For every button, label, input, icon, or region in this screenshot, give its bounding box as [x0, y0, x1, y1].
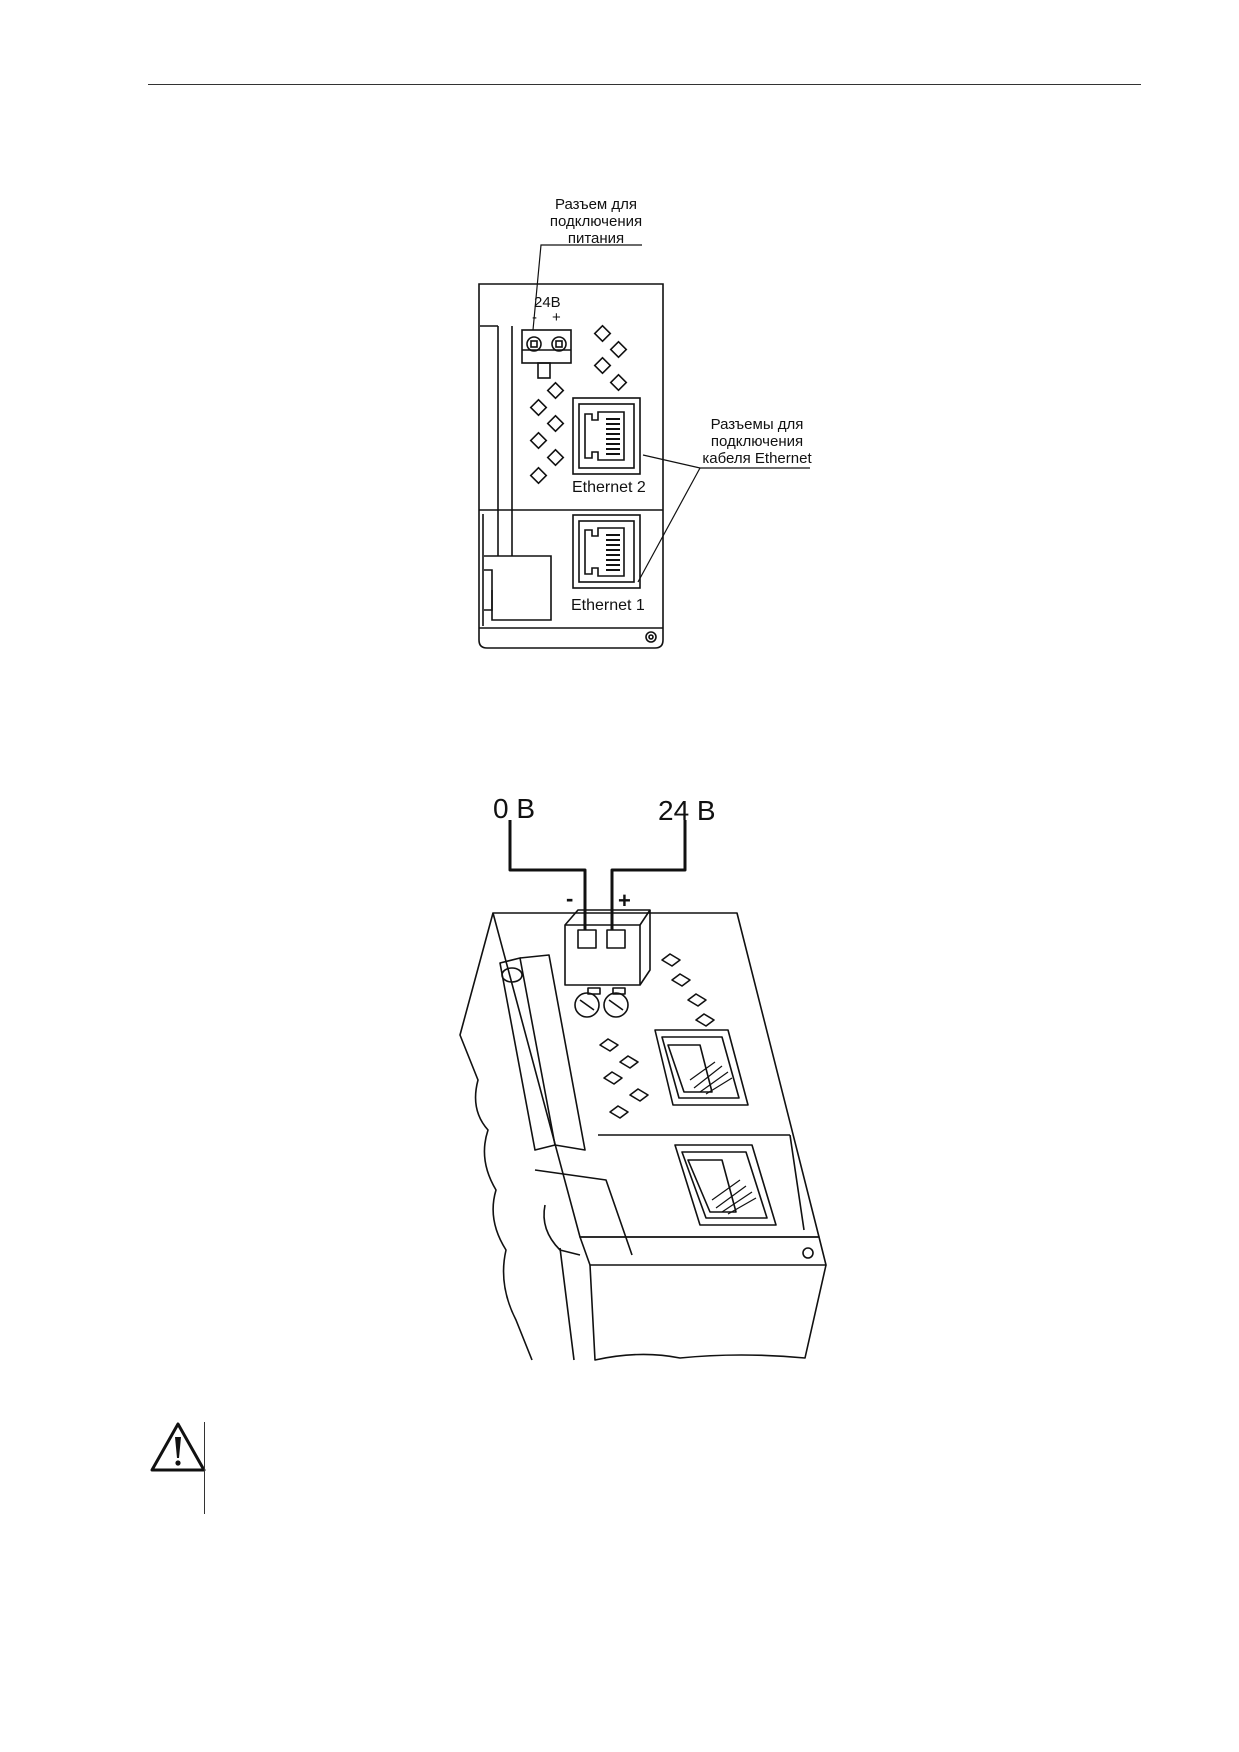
wire-left-label: 0 В — [493, 793, 535, 824]
power-callout-line-3: питания — [568, 230, 624, 247]
ethernet-callout-line-2: подключения — [711, 433, 803, 450]
iso-view-diagram: 0 В 24 В - + — [459, 793, 827, 1361]
voltage-label: 24В — [534, 294, 561, 311]
ethernet-callout-line-1: Разъемы для — [711, 416, 804, 433]
power-callout-line-1: Разъем для — [555, 196, 637, 213]
front-polarity-minus: - — [532, 309, 537, 326]
ethernet-1-label: Ethernet 1 — [571, 597, 645, 614]
warning-divider — [204, 1422, 205, 1514]
iso-polarity-plus: + — [618, 888, 631, 913]
warning-triangle-icon — [150, 1422, 206, 1472]
power-callout-line-2: подключения — [550, 213, 642, 230]
front-polarity-plus: + — [552, 309, 561, 326]
header-rule — [148, 84, 1141, 85]
ethernet-callout-line-3: кабеля Ethernet — [702, 450, 812, 467]
wire-right-label: 24 В — [658, 795, 716, 826]
front-view-diagram: Разъем для подключения питания 24В - + Р… — [478, 196, 812, 649]
ethernet-2-label: Ethernet 2 — [572, 479, 646, 496]
iso-polarity-minus: - — [566, 886, 573, 911]
